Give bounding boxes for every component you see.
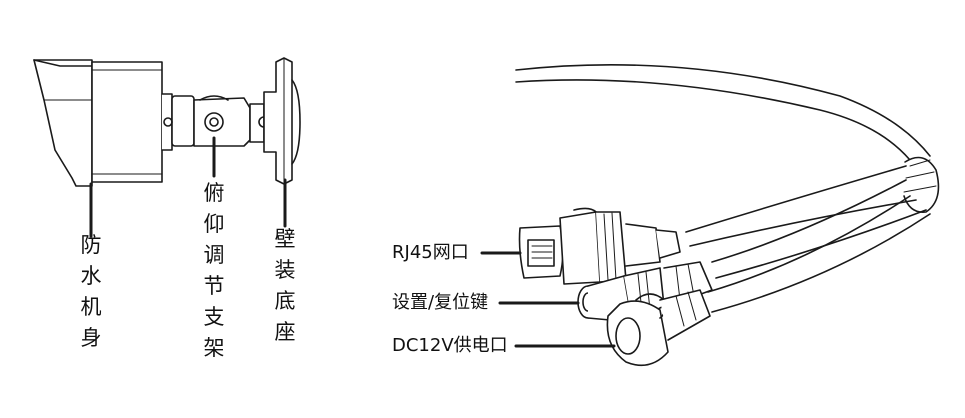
camera-hood: [33, 59, 93, 187]
label-power: DC12V供电口: [392, 335, 508, 356]
camera-body: [91, 61, 163, 183]
rj45-connector: [518, 207, 681, 285]
label-tilt-bracket: 俯仰调节支架: [203, 181, 225, 360]
label-housing: 防水机身: [80, 233, 102, 350]
label-wall-base: 壁装底座: [274, 227, 296, 344]
tilt-bracket: [193, 97, 251, 147]
camera-illustration: [33, 57, 301, 187]
power-connector: [606, 289, 711, 367]
wall-base: [263, 57, 293, 185]
cable-illustration: [515, 64, 940, 367]
label-reset: 设置/复位键: [392, 292, 489, 313]
label-rj45: RJ45网口: [392, 242, 469, 263]
